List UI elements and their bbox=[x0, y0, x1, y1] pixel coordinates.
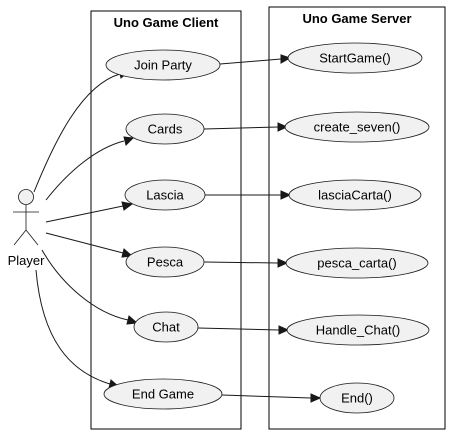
edge-end-game-end bbox=[221, 394, 312, 399]
use-case-join-party[interactable]: Join Party bbox=[105, 49, 221, 81]
actor-right-leg bbox=[25, 229, 39, 246]
use-case-label: lasciaCarta() bbox=[318, 188, 392, 203]
use-case-pesca[interactable]: Pesca bbox=[125, 246, 205, 278]
use-case-shape bbox=[133, 311, 199, 343]
use-case-label: Lascia bbox=[146, 188, 184, 203]
use-case-cards[interactable]: Cards bbox=[125, 113, 205, 145]
actor-head bbox=[18, 189, 34, 205]
use-case-shape bbox=[288, 179, 422, 211]
player-actor: Player bbox=[8, 189, 46, 268]
use-case-shape bbox=[286, 314, 430, 346]
use-case-lasciacarta[interactable]: lasciaCarta() bbox=[288, 179, 422, 211]
use-case-end[interactable]: End() bbox=[319, 382, 395, 414]
edge-cards-create-seven bbox=[203, 126, 279, 130]
use-case-end-game[interactable]: End Game bbox=[103, 378, 223, 410]
use-case-label: End() bbox=[341, 391, 373, 406]
server-use-cases: StartGame() create_seven() lasciaCarta()… bbox=[284, 42, 430, 414]
edge-chat-handle-chat bbox=[197, 327, 280, 331]
arrow-chat bbox=[126, 315, 139, 325]
edge-player-end-game bbox=[35, 269, 111, 385]
client-box bbox=[90, 10, 242, 430]
edge-player-lascia bbox=[45, 205, 124, 223]
edge-player-join-party bbox=[33, 73, 121, 193]
edge-player-pesca bbox=[45, 232, 124, 254]
use-case-label: Chat bbox=[152, 320, 180, 335]
edge-player-cards bbox=[45, 140, 125, 201]
use-case-create-seven[interactable]: create_seven() bbox=[284, 111, 430, 143]
arrow-startgame bbox=[280, 54, 292, 64]
use-case-label: Cards bbox=[148, 122, 183, 137]
use-case-startgame[interactable]: StartGame() bbox=[287, 42, 423, 74]
arrow-lascia bbox=[121, 201, 134, 211]
service-edges bbox=[197, 54, 322, 403]
arrow-handle-chat bbox=[278, 325, 290, 335]
use-case-label: pesca_carta() bbox=[317, 256, 396, 271]
arrow-lasciacarta bbox=[280, 190, 292, 200]
use-case-pesca-carta[interactable]: pesca_carta() bbox=[285, 247, 429, 279]
use-case-shape bbox=[125, 113, 205, 145]
arrow-pesca bbox=[121, 248, 134, 258]
edge-pesca-pesca-carta bbox=[203, 261, 279, 264]
use-case-label: Pesca bbox=[147, 255, 184, 270]
use-case-chat[interactable]: Chat bbox=[133, 311, 199, 343]
arrow-pesca-carta bbox=[277, 258, 289, 268]
use-case-label: End Game bbox=[132, 387, 194, 402]
edge-player-chat bbox=[41, 249, 129, 321]
use-case-label: create_seven() bbox=[314, 120, 401, 135]
arrow-cards bbox=[123, 136, 135, 146]
use-case-shape bbox=[319, 382, 395, 414]
edge-join-party-startgame bbox=[219, 58, 282, 65]
use-case-shape bbox=[124, 179, 206, 211]
client-title: Uno Game Client bbox=[114, 15, 219, 30]
use-case-shape bbox=[285, 247, 429, 279]
server-box bbox=[268, 6, 446, 430]
client-use-cases: Join Party Cards Lascia Pesca Chat End G… bbox=[103, 49, 223, 410]
use-case-shape bbox=[103, 378, 223, 410]
use-case-handle-chat[interactable]: Handle_Chat() bbox=[286, 314, 430, 346]
use-case-lascia[interactable]: Lascia bbox=[124, 179, 206, 211]
use-case-shape bbox=[125, 246, 205, 278]
actor-label: Player bbox=[8, 253, 46, 268]
use-case-label: Join Party bbox=[134, 58, 192, 73]
actor-left-leg bbox=[13, 229, 27, 246]
client-boundary: Uno Game Client bbox=[90, 10, 242, 430]
use-case-shape bbox=[284, 111, 430, 143]
use-case-shape bbox=[287, 42, 423, 74]
use-case-shape bbox=[105, 49, 221, 81]
server-boundary: Uno Game Server bbox=[268, 6, 446, 430]
use-case-label: Handle_Chat() bbox=[316, 323, 401, 338]
server-title: Uno Game Server bbox=[302, 11, 411, 26]
arrow-create-seven bbox=[277, 122, 289, 132]
arrow-end bbox=[310, 393, 322, 403]
use-case-label: StartGame() bbox=[319, 51, 391, 66]
